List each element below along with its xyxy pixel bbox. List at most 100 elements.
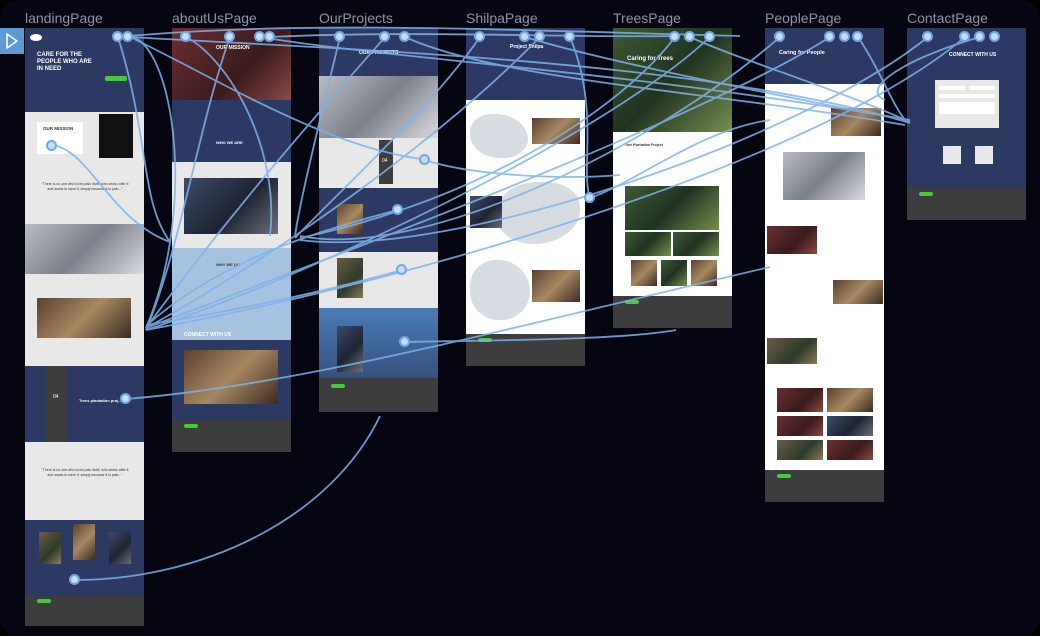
trees-image-5 [661, 260, 687, 286]
frame-label-shilpa[interactable]: ShilpaPage [466, 10, 538, 26]
about-mission-heading: OUR MISSION [216, 45, 250, 51]
contact-heading: CONNECT WITH US [949, 52, 997, 58]
hotspot[interactable] [419, 154, 430, 165]
shilpa-footer [466, 334, 585, 366]
frame-label-projects[interactable]: OurProjects [319, 10, 393, 26]
projects-footer-button[interactable] [331, 384, 345, 388]
contact-card-2 [975, 146, 993, 164]
people-image-1 [831, 108, 881, 136]
hotspot[interactable] [519, 31, 530, 42]
contact-subject-field[interactable] [939, 94, 995, 98]
shilpa-text-blob-3 [470, 260, 530, 320]
trees-image-2 [625, 232, 671, 256]
contact-form[interactable] [935, 80, 999, 128]
shilpa-text-blob-1 [470, 114, 528, 158]
quote2-section: "There is no one who loves pain itself, … [25, 442, 144, 520]
hotspot[interactable] [399, 31, 410, 42]
hotspot[interactable] [824, 31, 835, 42]
trees-image-4 [631, 260, 657, 286]
hotspot[interactable] [684, 31, 695, 42]
frame-contact[interactable]: CONNECT WITH US [907, 28, 1026, 220]
hotspot[interactable] [224, 31, 235, 42]
present-button[interactable] [0, 28, 24, 54]
mission-card: OUR MISSION [37, 122, 83, 154]
hotspot[interactable] [120, 393, 131, 404]
about-footer-button[interactable] [184, 424, 198, 428]
people-image-7 [827, 388, 873, 412]
projects-hero-image [319, 76, 438, 138]
contact-footer-button[interactable] [919, 192, 933, 196]
about-footer [172, 420, 291, 452]
hotspot[interactable] [264, 31, 275, 42]
shilpa-image-3 [532, 270, 580, 302]
hero-cta-button[interactable] [105, 76, 127, 81]
people-image-10 [777, 440, 823, 460]
people-footer-button[interactable] [777, 474, 791, 478]
trees-footer-button[interactable] [625, 300, 639, 304]
trees-image-6 [691, 260, 717, 286]
connect-gallery [184, 350, 278, 404]
hotspot[interactable] [584, 192, 595, 203]
frame-about[interactable]: OUR MISSION WHO WE ARE WHY WE DO CONNECT… [172, 28, 291, 452]
frame-label-about[interactable]: aboutUsPage [172, 10, 257, 26]
hotspot[interactable] [379, 31, 390, 42]
projects-footer [319, 378, 438, 412]
hotspot[interactable] [392, 204, 403, 215]
hotspot[interactable] [974, 31, 985, 42]
hotspot[interactable] [534, 31, 545, 42]
footer-button[interactable] [37, 599, 51, 603]
hotspot[interactable] [474, 31, 485, 42]
hotspot[interactable] [704, 31, 715, 42]
contact-footer [907, 188, 1026, 220]
hotspot[interactable] [122, 31, 133, 42]
project-card-image-3[interactable] [337, 326, 363, 372]
hotspot[interactable] [989, 31, 1000, 42]
hotspot[interactable] [839, 31, 850, 42]
hotspot[interactable] [669, 31, 680, 42]
people-image-3 [767, 226, 817, 254]
shilpa-image-2 [470, 196, 502, 228]
stat-number: 04 [53, 394, 59, 400]
hotspot[interactable] [564, 31, 575, 42]
connect-heading: CONNECT WITH US [184, 332, 232, 338]
hotspot[interactable] [922, 31, 933, 42]
who-heading: WHO WE ARE [216, 140, 243, 145]
project-card-image-2[interactable] [337, 258, 363, 298]
hotspot[interactable] [180, 31, 191, 42]
hotspot[interactable] [852, 31, 863, 42]
hotspot[interactable] [396, 264, 407, 275]
video-thumbnail[interactable] [37, 298, 131, 338]
project-card-image-1[interactable] [337, 204, 363, 234]
people-image-4 [833, 280, 883, 304]
tree-project-title: Trees plantation proj... [79, 398, 122, 403]
people-image-5 [767, 338, 817, 364]
projects-stat-strip: 04 [379, 140, 393, 184]
hotspot[interactable] [959, 31, 970, 42]
hotspot[interactable] [399, 336, 410, 347]
people-image-8 [777, 416, 823, 436]
contact-message-field[interactable] [939, 102, 995, 114]
frame-label-landing[interactable]: landingPage [25, 10, 103, 26]
hotspot[interactable] [334, 31, 345, 42]
frame-label-contact[interactable]: ContactPage [907, 10, 988, 26]
frame-label-trees[interactable]: TreesPage [613, 10, 681, 26]
frame-trees[interactable]: Caring for Trees Tree Plantation Project [613, 28, 732, 328]
frame-landing[interactable]: CARE FOR THE PEOPLE WHO ARE IN NEED OUR … [25, 28, 144, 626]
frame-label-people[interactable]: PeoplePage [765, 10, 842, 26]
projects-heading: OUR PROJECTS [359, 50, 399, 56]
hotspot[interactable] [69, 574, 80, 585]
contact-name-field[interactable] [939, 86, 965, 90]
footer [25, 596, 144, 626]
frame-shilpa[interactable]: Project Shilpa [466, 28, 585, 366]
landing-photo-band [25, 224, 144, 274]
frame-projects[interactable]: OUR PROJECTS 04 [319, 28, 438, 412]
contact-email-field[interactable] [969, 86, 995, 90]
hotspot[interactable] [46, 140, 57, 151]
frame-people[interactable]: Caring for People [765, 28, 884, 502]
logo [30, 34, 42, 41]
people-image-9 [827, 416, 873, 436]
hotspot[interactable] [774, 31, 785, 42]
shilpa-footer-button[interactable] [478, 338, 492, 342]
about-video[interactable] [184, 178, 278, 234]
